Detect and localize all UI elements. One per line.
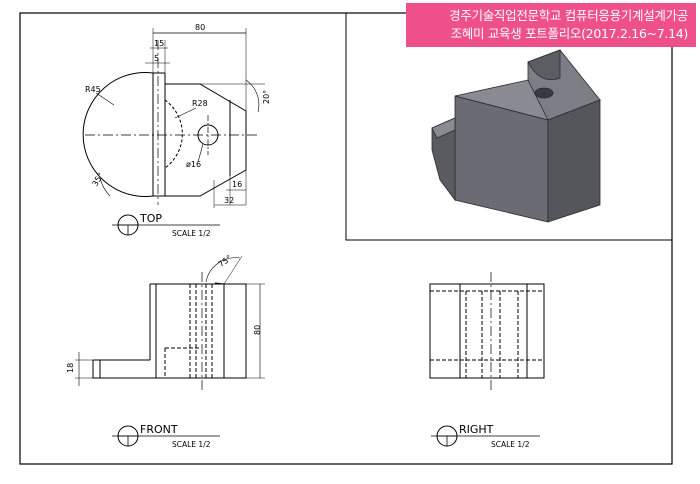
top-view	[82, 28, 265, 208]
isometric-solid	[431, 49, 602, 223]
top-view-outline-arc	[82, 72, 154, 197]
dim-r45: R45	[85, 85, 101, 94]
dim-18: 18	[66, 363, 75, 373]
dim-80: 80	[195, 23, 205, 32]
front-view-dim-labels: 75° 80 18	[66, 253, 262, 373]
dim-dia16: ø16	[186, 160, 201, 169]
top-view-title: TOP SCALE 1/2	[112, 212, 220, 238]
right-view-label: RIGHT	[459, 423, 494, 436]
iso-hole	[534, 87, 554, 99]
dim-5: 5	[154, 54, 159, 63]
top-view-dim-labels: 80 15 5 R45 R28 20° ø16 35° 16 32	[85, 23, 271, 205]
dim-15: 15	[154, 39, 164, 48]
front-view-title: FRONT SCALE 1/2	[112, 423, 220, 449]
portfolio-banner: 경주기술직업전문학교 컴퓨터응용기계설계가공 조혜미 교육생 포트폴리오(201…	[406, 3, 696, 47]
front-view	[75, 255, 265, 390]
right-view	[429, 272, 545, 390]
dim-r28: R28	[192, 99, 208, 108]
right-view-title: RIGHT SCALE 1/2	[431, 423, 540, 449]
front-view-scale: SCALE 1/2	[172, 440, 211, 449]
dim-32: 32	[224, 196, 234, 205]
dim-20deg: 20°	[262, 90, 271, 104]
front-view-label: FRONT	[140, 423, 178, 436]
iso-side-face	[547, 99, 601, 223]
banner-line-2: 조혜미 교육생 포트폴리오(2017.2.16~7.14)	[450, 26, 689, 41]
dim-height-80: 80	[253, 325, 262, 335]
right-view-scale: SCALE 1/2	[491, 440, 530, 449]
dim-75deg: 75°	[217, 253, 234, 269]
banner-line-1: 경주기술직업전문학교 컴퓨터응용기계설계가공	[449, 8, 688, 23]
dim-16: 16	[232, 180, 242, 189]
top-view-scale: SCALE 1/2	[172, 229, 211, 238]
top-view-label: TOP	[139, 212, 162, 225]
iso-view-frame	[345, 13, 672, 241]
